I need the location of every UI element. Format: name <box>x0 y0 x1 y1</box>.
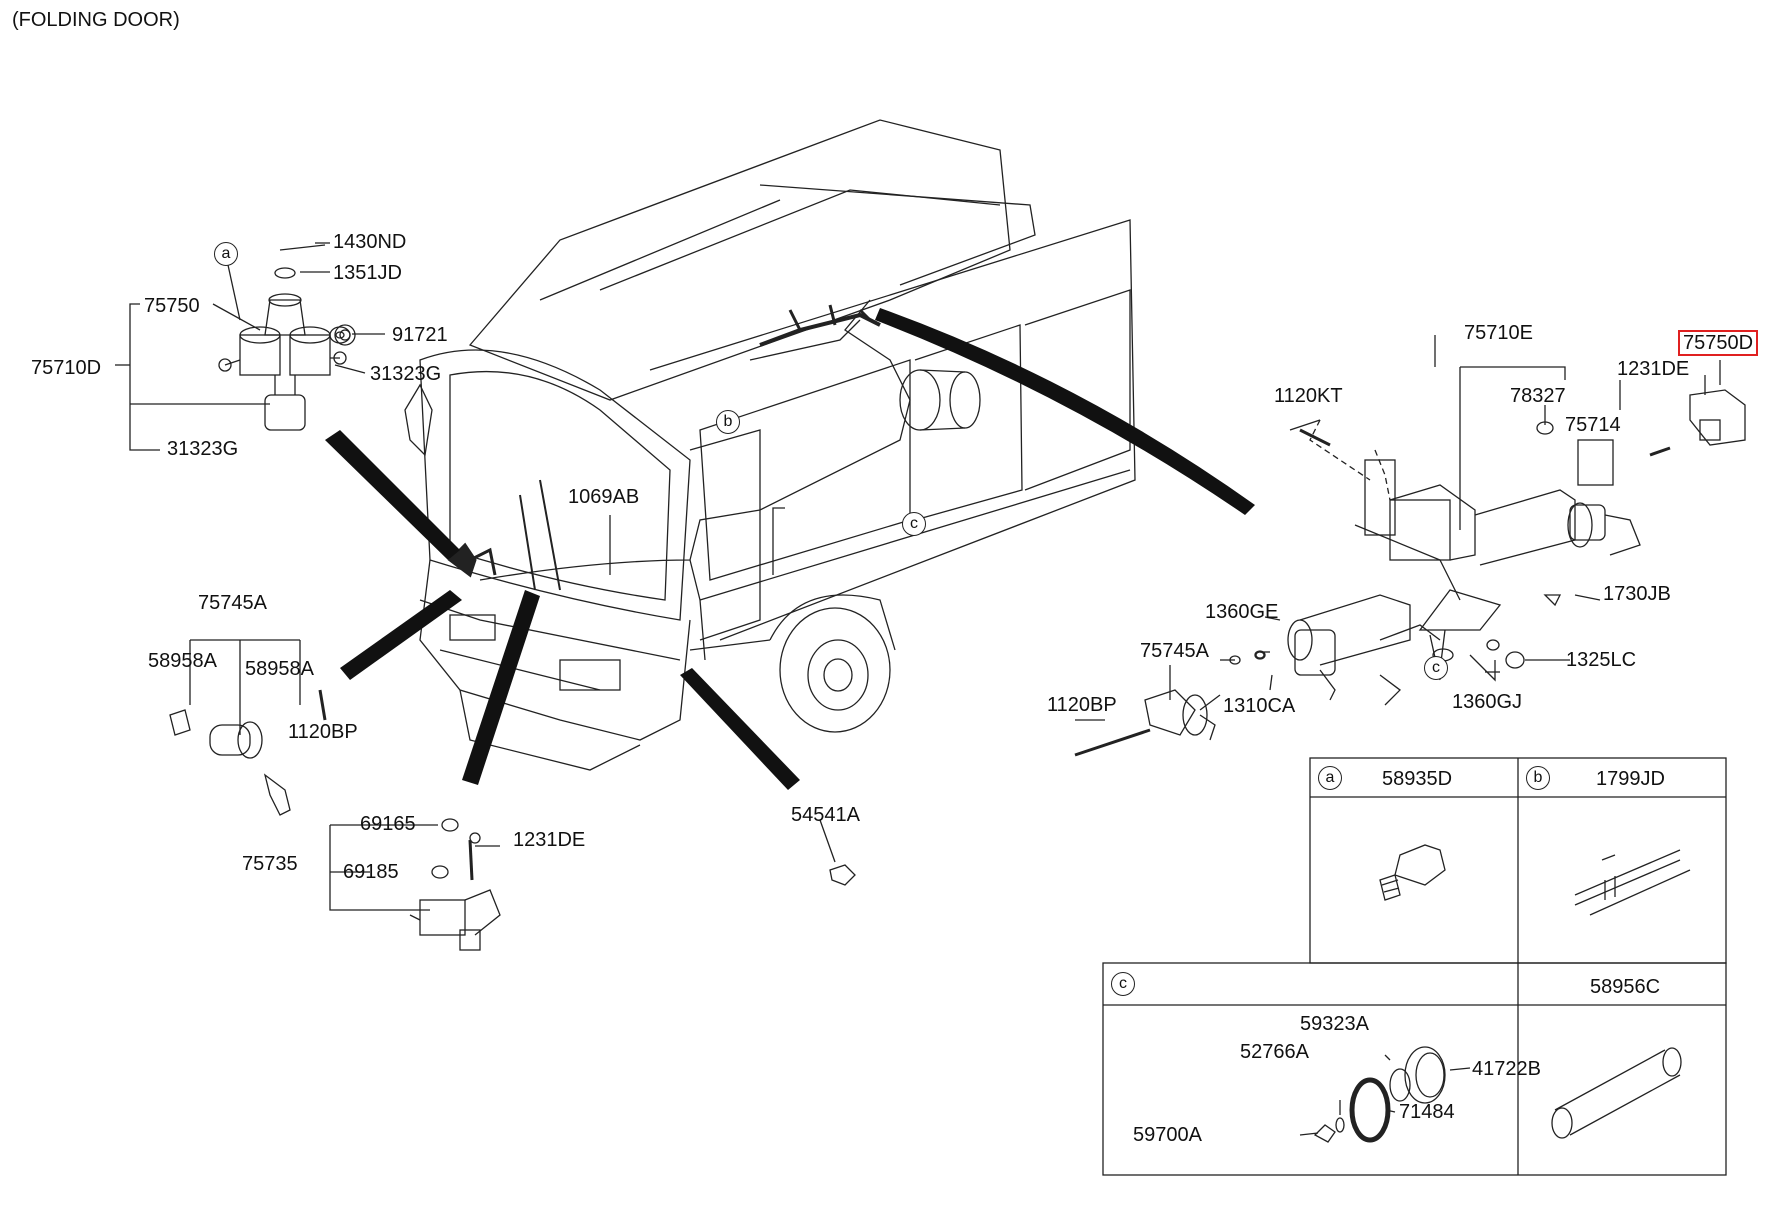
label-75735: 75735 <box>242 853 298 875</box>
label-75750: 75750 <box>144 295 200 317</box>
table-b-part: 1799JD <box>1596 768 1665 790</box>
pin-1430ND-part <box>279 244 326 251</box>
label-1310CA: 1310CA <box>1223 695 1296 717</box>
callout-b: b <box>716 410 740 434</box>
label-1351JD: 1351JD <box>333 262 402 284</box>
detail-tables <box>1102 757 1727 1176</box>
diagram-title: (FOLDING DOOR) <box>12 9 180 31</box>
label-31323G-b: 31323G <box>167 438 239 460</box>
label-75710D: 75710D <box>31 357 102 379</box>
label-58958A-left: 58958A <box>148 650 217 672</box>
fitting-58935D-art <box>1379 844 1446 901</box>
valve-75745A-right <box>1074 651 1265 757</box>
callout-a: a <box>214 242 238 266</box>
valve-75745A-left <box>169 639 327 816</box>
hose-58956C-art <box>1551 1047 1682 1139</box>
table-a-part: 58935D <box>1382 768 1453 790</box>
label-71484: 71484 <box>1399 1101 1455 1123</box>
label-1325LC: 1325LC <box>1566 649 1637 671</box>
roof-harness-part <box>759 304 881 347</box>
label-1120BP-right: 1120BP <box>1047 694 1117 716</box>
label-75714: 75714 <box>1565 414 1621 436</box>
callout-c-right: c <box>1424 656 1448 680</box>
table-callout-b: b <box>1526 766 1550 790</box>
pointer-bands <box>325 308 1255 790</box>
valve-75735 <box>329 818 501 951</box>
label-31323G-a: 31323G <box>370 363 442 385</box>
label-59700A: 59700A <box>1133 1124 1202 1146</box>
label-75745A-right: 75745A <box>1140 640 1209 662</box>
leaders-misc <box>609 380 1621 863</box>
label-75750D-highlighted: 75750D <box>1678 330 1759 356</box>
label-58958A-right: 58958A <box>245 658 314 680</box>
label-1360GE: 1360GE <box>1205 601 1279 623</box>
label-1430ND: 1430ND <box>333 231 407 253</box>
washer-1351JD-part <box>274 267 296 279</box>
clip-1799JD-art <box>1574 849 1691 916</box>
sensor-75750D-part <box>1649 360 1746 457</box>
label-1231DE-low: 1231DE <box>513 829 586 851</box>
label-54541A: 54541A <box>791 804 860 826</box>
label-1730JB: 1730JB <box>1603 583 1671 605</box>
callout-c: c <box>902 512 926 536</box>
bus-illustration <box>404 119 1136 771</box>
air-tank <box>899 369 981 431</box>
label-75710E: 75710E <box>1464 322 1533 344</box>
label-75745A-left: 75745A <box>198 592 267 614</box>
table-d-part: 58956C <box>1590 976 1661 998</box>
label-1120BP-left: 1120BP <box>288 721 358 743</box>
leaders-upper-left <box>115 242 385 451</box>
label-78327: 78327 <box>1510 385 1566 407</box>
label-1120KT: 1120KT <box>1274 385 1343 407</box>
label-59323A: 59323A <box>1300 1013 1369 1035</box>
label-91721: 91721 <box>392 324 448 346</box>
leaders-right <box>1254 335 1614 691</box>
label-69185: 69185 <box>343 861 399 883</box>
label-1069AB: 1069AB <box>568 486 640 508</box>
seal-kit-art <box>1299 1046 1471 1143</box>
label-1360GJ: 1360GJ <box>1452 691 1523 713</box>
door-engine-assembly-left <box>218 293 356 431</box>
table-callout-c: c <box>1111 972 1135 996</box>
label-52766A: 52766A <box>1240 1041 1309 1063</box>
bushing-91721-part <box>329 326 351 344</box>
connector-54541A-part <box>829 864 856 886</box>
table-callout-a: a <box>1318 766 1342 790</box>
label-69165: 69165 <box>360 813 416 835</box>
label-1231DE-top: 1231DE <box>1617 358 1690 380</box>
label-41722B: 41722B <box>1472 1058 1541 1080</box>
